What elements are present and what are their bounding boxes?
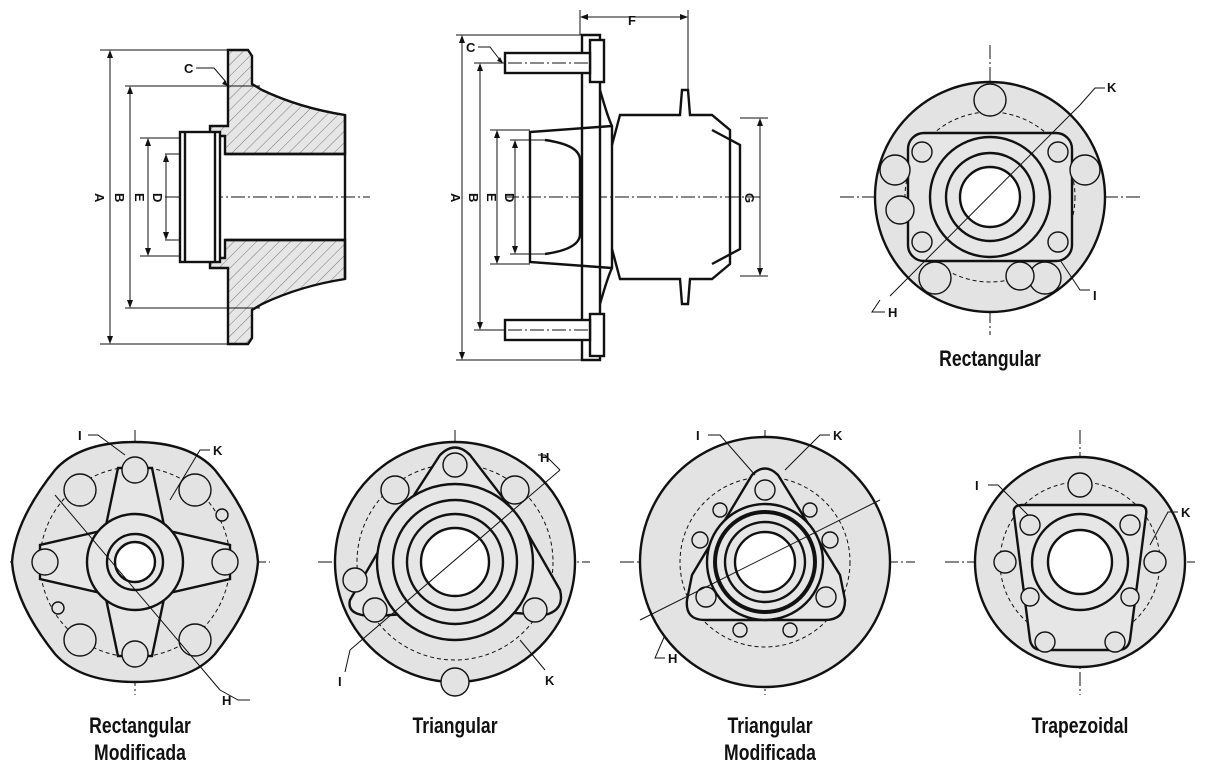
- caption-rectangular: Rectangular: [939, 346, 1041, 371]
- label-k-tri: K: [545, 673, 555, 688]
- label-h-rect: H: [888, 305, 897, 320]
- label-b: B: [112, 193, 127, 202]
- label-e2: E: [484, 193, 499, 202]
- label-f: F: [628, 13, 636, 28]
- caption-triangular-modificada: Triangular Modificada: [724, 713, 816, 765]
- label-g: G: [742, 193, 757, 203]
- label-i-rect: I: [1093, 288, 1097, 303]
- label-h-tri: H: [540, 450, 549, 465]
- label-i-tmod: I: [696, 428, 700, 443]
- label-i-rmod: I: [78, 428, 82, 443]
- caption-trapezoidal: Trapezoidal: [1031, 713, 1129, 738]
- label-a2: A: [448, 193, 463, 203]
- caption-rectangular-modificada: Rectangular Modificada: [89, 713, 191, 765]
- label-e: E: [132, 193, 147, 202]
- label-k-trap: K: [1181, 505, 1191, 520]
- hub-section-view-1: A B E D C: [92, 48, 370, 346]
- label-k-rect: K: [1107, 80, 1117, 95]
- label-h-rmod: H: [222, 693, 231, 708]
- trapezoidal-flange-view: I K: [945, 430, 1195, 695]
- label-i-trap: I: [975, 478, 979, 493]
- rectangular-flange-view: K H I: [840, 45, 1140, 335]
- triangular-modified-view: I K H: [620, 428, 915, 695]
- label-h-tmod: H: [668, 651, 677, 666]
- label-i-tri: I: [338, 674, 342, 689]
- label-c2: C: [466, 40, 476, 55]
- label-a: A: [92, 193, 107, 203]
- caption-triangular: Triangular: [412, 713, 498, 738]
- triangular-flange-view: H I K: [318, 430, 590, 697]
- rectangular-modified-view: I K H: [10, 428, 270, 708]
- label-d: D: [150, 193, 165, 202]
- label-b2: B: [466, 193, 481, 202]
- hub-section-view-2: F A B E D G C: [448, 10, 768, 362]
- label-d2: D: [502, 193, 517, 202]
- label-c: C: [184, 61, 194, 76]
- label-k-rmod: K: [213, 443, 223, 458]
- label-k-tmod: K: [833, 428, 843, 443]
